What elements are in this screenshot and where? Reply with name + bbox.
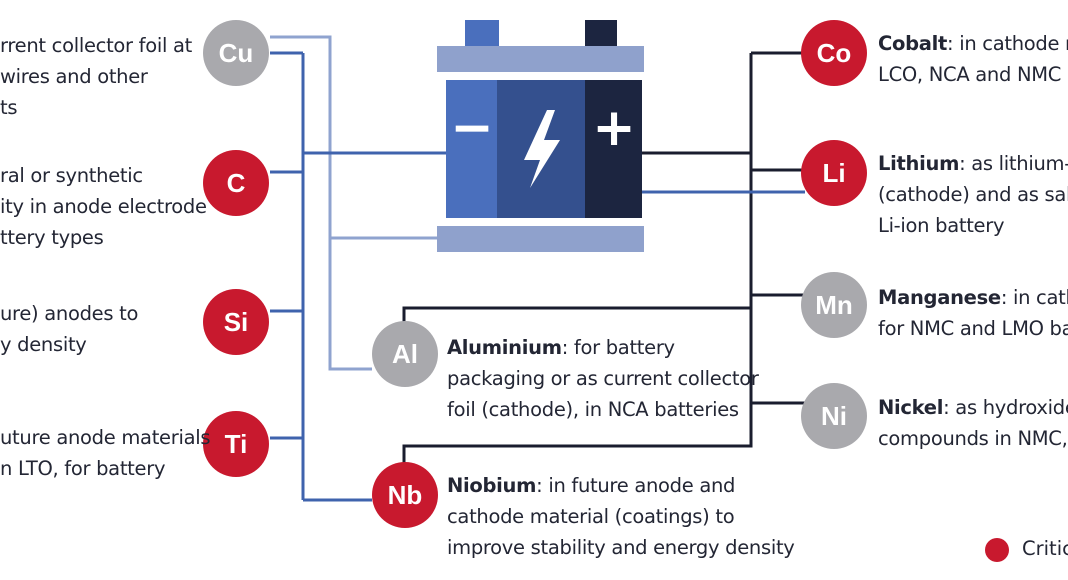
element-name: Lithium [878, 152, 960, 175]
battery-terminal-positive [585, 20, 617, 46]
description-line: : for battery [561, 336, 675, 359]
element-symbol: Ni [821, 400, 847, 431]
description-line: : in catho [1000, 286, 1068, 309]
element-symbol: Si [223, 306, 249, 337]
element-cu: Cu [203, 20, 269, 86]
element-symbol: Nb [387, 479, 423, 510]
description-line: rrent collector foil at [0, 34, 192, 57]
cu-connector [270, 35, 438, 240]
description-line: for NMC and LMO ba [878, 317, 1068, 340]
battery-icon [437, 20, 644, 252]
description-line: packaging or as current collector [447, 367, 759, 390]
al-connector [328, 238, 372, 371]
ti-description: uture anode materials n LTO, for battery [0, 422, 211, 484]
element-name: Cobalt [878, 32, 948, 55]
lightning-bolt-icon [524, 110, 560, 188]
element-li: Li [801, 140, 867, 206]
description-line: : as hydroxide o [943, 396, 1068, 419]
element-ti: Ti [203, 411, 269, 477]
description-line: : in future anode and [536, 474, 736, 497]
element-symbol: Cu [218, 37, 254, 68]
element-ni: Ni [801, 383, 867, 449]
description-line: improve stability and energy density [447, 536, 795, 559]
element-symbol: Co [816, 37, 852, 68]
description-line: ts [0, 96, 18, 119]
description-line: LCO, NCA and NMC ba [878, 63, 1068, 86]
element-nb: Nb [372, 462, 438, 528]
battery-body-positive [585, 80, 642, 218]
description-line: wires and other [0, 65, 148, 88]
description-line: ure) anodes to [0, 302, 139, 325]
ni-description: Nickel: as hydroxide o compounds in NMC,… [878, 392, 1068, 454]
description-line: compounds in NMC, N [878, 427, 1068, 450]
legend-critical-label: Critica [1022, 537, 1068, 560]
element-al: Al [372, 321, 438, 387]
element-mn: Mn [801, 272, 867, 338]
element-symbol: C [226, 167, 246, 198]
element-symbol: Mn [815, 289, 853, 320]
description-line: y density [0, 333, 87, 356]
minus-symbol: − [450, 98, 494, 158]
description-line: uture anode materials [0, 426, 211, 449]
description-line: : in cathode ma [947, 32, 1068, 55]
description-line: n LTO, for battery [0, 457, 166, 480]
description-line: Li-ion battery [878, 214, 1005, 237]
legend-critical-dot [985, 538, 1009, 562]
battery-body-negative [446, 80, 497, 218]
nb-description: Niobium: in future anode and cathode mat… [447, 470, 795, 563]
cathode-trunk [402, 53, 753, 470]
mn-description: Manganese: in catho for NMC and LMO ba [878, 282, 1068, 344]
description-line: cathode material (coatings) to [447, 505, 735, 528]
description-line: ral or synthetic [0, 164, 143, 187]
battery-top-plate [437, 46, 644, 72]
element-name: Nickel [878, 396, 944, 419]
element-symbol: Li [822, 157, 846, 188]
si-description: ure) anodes to y density [0, 298, 138, 360]
description-line: : as lithium-co [959, 152, 1068, 175]
element-c: C [203, 150, 269, 216]
c-description: ral or synthetic ity in anode electrode … [0, 160, 207, 253]
description-line: foil (cathode), in NCA batteries [447, 398, 739, 421]
co-description: Cobalt: in cathode ma LCO, NCA and NMC b… [878, 28, 1068, 90]
element-co: Co [801, 20, 867, 86]
description-line: (cathode) and as salt [878, 183, 1068, 206]
cu-description: rrent collector foil at wires and other … [0, 30, 192, 123]
element-name: Manganese [878, 286, 1001, 309]
element-symbol: Al [392, 338, 418, 369]
al-description: Aluminium: for battery packaging or as c… [447, 332, 759, 425]
li-description: Lithium: as lithium-co (cathode) and as … [878, 148, 1068, 241]
description-line: ttery types [0, 226, 104, 249]
battery-terminal-negative [465, 20, 499, 46]
element-si: Si [203, 289, 269, 355]
plus-symbol: + [592, 98, 636, 158]
battery-bottom-plate [437, 226, 644, 252]
element-name: Niobium [447, 474, 537, 497]
element-symbol: Ti [224, 428, 248, 459]
description-line: ity in anode electrode [0, 195, 207, 218]
element-name: Aluminium [447, 336, 562, 359]
